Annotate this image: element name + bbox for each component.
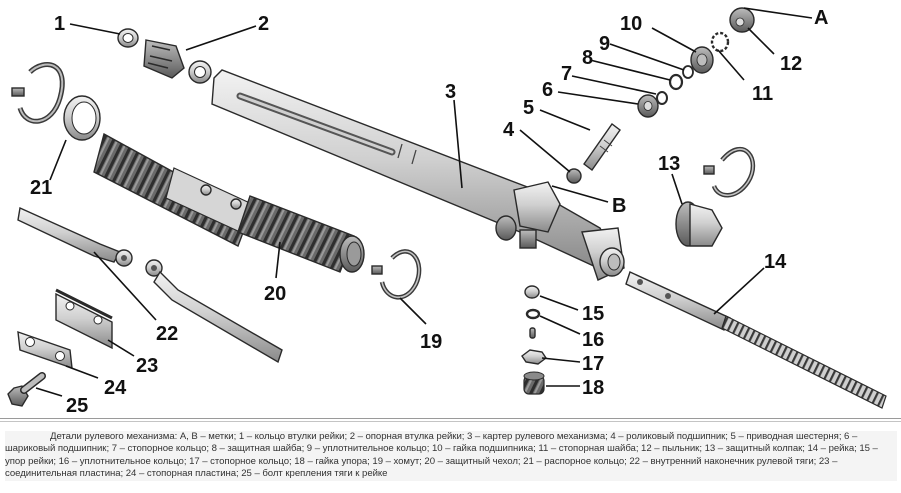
callout-5: 5	[523, 97, 534, 119]
part-20-protective-boot	[93, 132, 365, 273]
part-16-sealing-ring	[525, 308, 541, 320]
callout-labels: 1 2 3 4 5 6 7 8 9 10 11 12 13 14 15 16 1…	[30, 7, 828, 417]
callout-2: 2	[258, 13, 269, 35]
leader-lines	[35, 7, 813, 397]
part-2-support-bushing	[143, 39, 212, 84]
callout-10: 10	[620, 13, 642, 35]
part-25-tie-rod-bolt	[7, 372, 46, 407]
callout-21: 21	[30, 177, 52, 199]
callout-mark-a: A	[814, 7, 828, 29]
callout-24: 24	[104, 377, 127, 399]
callout-25: 25	[66, 395, 88, 417]
part-18-stop-nut	[523, 371, 545, 395]
part-3-steering-gear-housing	[211, 69, 625, 281]
part-14-rack	[625, 271, 887, 409]
callout-9: 9	[599, 33, 610, 55]
callout-1: 1	[54, 13, 65, 35]
part-5-drive-pinion	[583, 123, 621, 171]
part-8-protective-washer	[668, 73, 684, 91]
part-10-bearing-nut	[690, 46, 714, 74]
part-7-retaining-ring	[656, 91, 668, 105]
part-11-lock-washer	[710, 31, 730, 53]
part-1-bushing-ring	[117, 28, 139, 48]
part-6-ball-bearing	[637, 94, 659, 118]
callout-14: 14	[764, 251, 787, 273]
callout-15: 15	[582, 303, 604, 325]
part-4-roller-bearing	[566, 168, 582, 184]
part-12-dust-cover	[729, 7, 755, 33]
callout-13: 13	[658, 153, 680, 175]
part-23-connecting-plate	[55, 288, 113, 350]
callout-3: 3	[445, 81, 456, 103]
part-24-lock-plate	[17, 330, 73, 370]
divider-line-secondary	[0, 421, 901, 422]
callout-7: 7	[561, 63, 572, 85]
divider-line	[0, 418, 901, 419]
callout-16: 16	[582, 329, 604, 351]
part-22-inner-tie-rod-end	[17, 206, 283, 364]
callout-18: 18	[582, 377, 604, 399]
callout-20: 20	[264, 283, 286, 305]
part-15-rack-stop	[524, 285, 540, 299]
callout-12: 12	[780, 53, 802, 75]
callout-23: 23	[136, 355, 158, 377]
part-21-spacer-ring	[11, 62, 101, 141]
callout-6: 6	[542, 79, 553, 101]
callout-11: 11	[752, 83, 773, 105]
callout-17: 17	[582, 353, 604, 375]
callout-4: 4	[503, 119, 515, 141]
part-9-sealing-ring	[682, 65, 694, 79]
part-13-protective-cap	[675, 146, 756, 247]
callout-8: 8	[582, 47, 593, 69]
figure-caption: Детали рулевого механизма: А, В – метки;…	[5, 431, 897, 481]
part-19-clamp	[371, 249, 422, 300]
steering-rack-exploded-diagram: 1 2 3 4 5 6 7 8 9 10 11 12 13 14 15 16 1…	[7, 7, 887, 417]
callout-22: 22	[156, 323, 178, 345]
callout-mark-b: B	[612, 195, 626, 217]
callout-19: 19	[420, 331, 442, 353]
